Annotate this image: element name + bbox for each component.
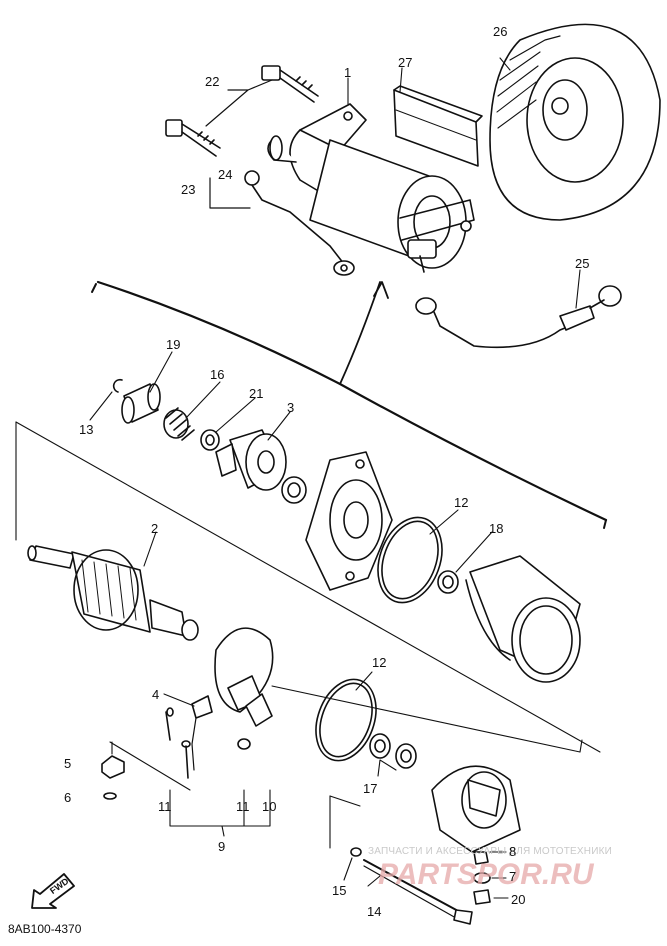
callout-20: 20 xyxy=(511,892,526,907)
lead-wire-24 xyxy=(244,170,355,276)
callout-3: 3 xyxy=(287,400,295,415)
callout-19: 19 xyxy=(166,337,181,352)
washer-17a xyxy=(369,733,391,759)
flywheel-26 xyxy=(489,23,661,221)
callout-5: 5 xyxy=(64,756,72,771)
callout-2: 2 xyxy=(151,521,159,536)
rear-cover xyxy=(431,765,521,853)
washer-6 xyxy=(103,792,117,800)
yoke xyxy=(465,555,581,683)
callout-21: 21 xyxy=(249,386,264,401)
washer-7 xyxy=(473,872,491,884)
callout-9: 9 xyxy=(218,839,226,854)
starter-motor-1 xyxy=(267,103,475,273)
washer-15 xyxy=(350,847,362,857)
callout-10: 10 xyxy=(262,799,277,814)
bolt-small-2 xyxy=(165,707,174,741)
circlip-13 xyxy=(112,378,123,393)
callout-12-lower: 12 xyxy=(372,655,387,670)
nut-8 xyxy=(473,851,489,865)
callout-14: 14 xyxy=(367,904,382,919)
callout-15: 15 xyxy=(332,883,347,898)
bolt-small xyxy=(181,740,191,779)
spring-16 xyxy=(163,407,195,441)
armature-2 xyxy=(27,545,199,641)
bolt-22-upper xyxy=(261,65,319,103)
callout-7: 7 xyxy=(509,869,517,884)
front-cover xyxy=(305,451,393,591)
callout-27: 27 xyxy=(398,55,413,70)
callout-13: 13 xyxy=(79,422,94,437)
clutch-3 xyxy=(215,429,287,491)
callout-12-upper: 12 xyxy=(454,495,469,510)
callout-23: 23 xyxy=(181,182,196,197)
watermark-text: ЗАПЧАСТИ И АКСЕССУАРЫ ДЛЯ МОТОТЕХНИКИ xyxy=(368,846,613,857)
leader-lines xyxy=(15,57,601,899)
fwd-arrow-icon xyxy=(31,873,75,909)
callout-16: 16 xyxy=(210,367,225,382)
brush-plate-9 xyxy=(214,627,274,727)
washer-18 xyxy=(437,570,459,594)
callout-22: 22 xyxy=(205,74,220,89)
nut-11 xyxy=(237,738,251,750)
callout-1: 1 xyxy=(344,65,352,80)
diagram-code: 8AB100-4370 xyxy=(8,922,82,936)
o-ring-12-lower xyxy=(315,678,377,762)
washer-21 xyxy=(200,429,220,451)
starter-cable-25 xyxy=(415,285,622,349)
callout-17: 17 xyxy=(363,781,378,796)
callout-11-right: 11 xyxy=(236,799,250,814)
callout-24: 24 xyxy=(218,167,233,182)
callout-26: 26 xyxy=(493,24,508,39)
cushion-27 xyxy=(393,85,483,167)
watermark-logo: PARTSPOR.RU xyxy=(378,858,594,891)
callout-18: 18 xyxy=(489,521,504,536)
callout-4: 4 xyxy=(152,687,160,702)
brush-holder-4 xyxy=(191,695,213,771)
callout-8: 8 xyxy=(509,844,517,859)
callout-6: 6 xyxy=(64,790,72,805)
collar-19 xyxy=(121,383,161,424)
bolt-22-lower xyxy=(165,119,221,157)
callout-25: 25 xyxy=(575,256,590,271)
o-ring-12-upper xyxy=(377,516,443,604)
grommet-5 xyxy=(101,755,125,779)
nut-20 xyxy=(473,889,491,905)
callout-11-left: 11 xyxy=(158,799,172,814)
washer-17b xyxy=(395,743,417,769)
through-bolt-14 xyxy=(363,859,473,925)
